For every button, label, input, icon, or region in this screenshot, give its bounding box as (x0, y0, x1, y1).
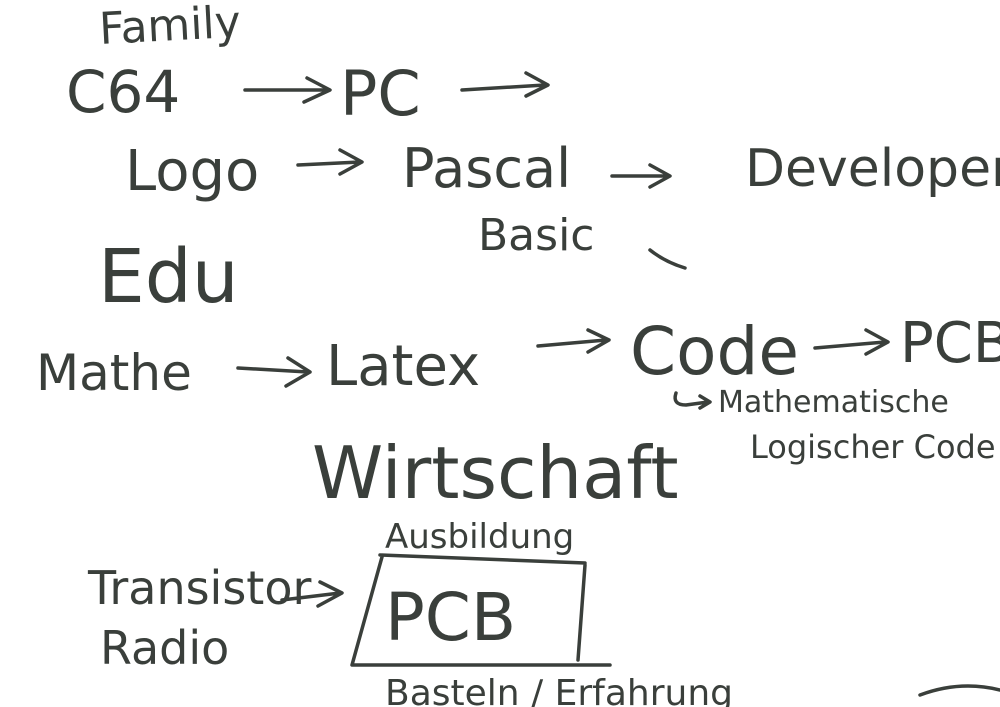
note-pcb-top: PCB (900, 311, 1000, 376)
stray-arc (918, 684, 1000, 697)
note-mathematical: Mathematische (718, 385, 949, 420)
arrow-radio-pcb (280, 580, 344, 608)
pcb-box-outline (350, 553, 612, 667)
note-wirtschaft: Wirtschaft (312, 431, 679, 515)
note-latex: Latex (326, 334, 480, 399)
note-family: Family (98, 0, 242, 55)
tail-basic (648, 248, 687, 270)
note-radio: Radio (100, 621, 229, 675)
note-logo: Logo (125, 139, 259, 204)
arrow-sub-code (673, 391, 712, 410)
note-transistor: Transistor (87, 561, 311, 615)
note-pascal: Pascal (402, 137, 571, 200)
note-code: Code (630, 313, 799, 390)
note-mathe: Mathe (36, 344, 192, 402)
note-developer: Developer (745, 139, 1000, 199)
arrow-logo-pascal (296, 148, 364, 176)
arrow-mathe-latex (236, 356, 312, 388)
note-logical-code: Logischer Code (750, 428, 996, 466)
arrow-latex-code (536, 328, 611, 354)
note-edu: Edu (98, 234, 239, 320)
arrow-c64-pc (243, 76, 332, 104)
arrow-pascal-developer (610, 163, 672, 189)
note-ausbildung: Ausbildung (385, 517, 574, 557)
note-c64: C64 (66, 58, 180, 126)
note-basic: Basic (478, 210, 595, 261)
arrow-code-pcb (813, 328, 890, 356)
arrow-pc-next (460, 71, 550, 98)
note-pc: PC (340, 57, 421, 130)
note-basteln-erfahrung: Basteln / Erfahrung (385, 673, 733, 707)
note-pcb-box: PCB (385, 579, 516, 656)
